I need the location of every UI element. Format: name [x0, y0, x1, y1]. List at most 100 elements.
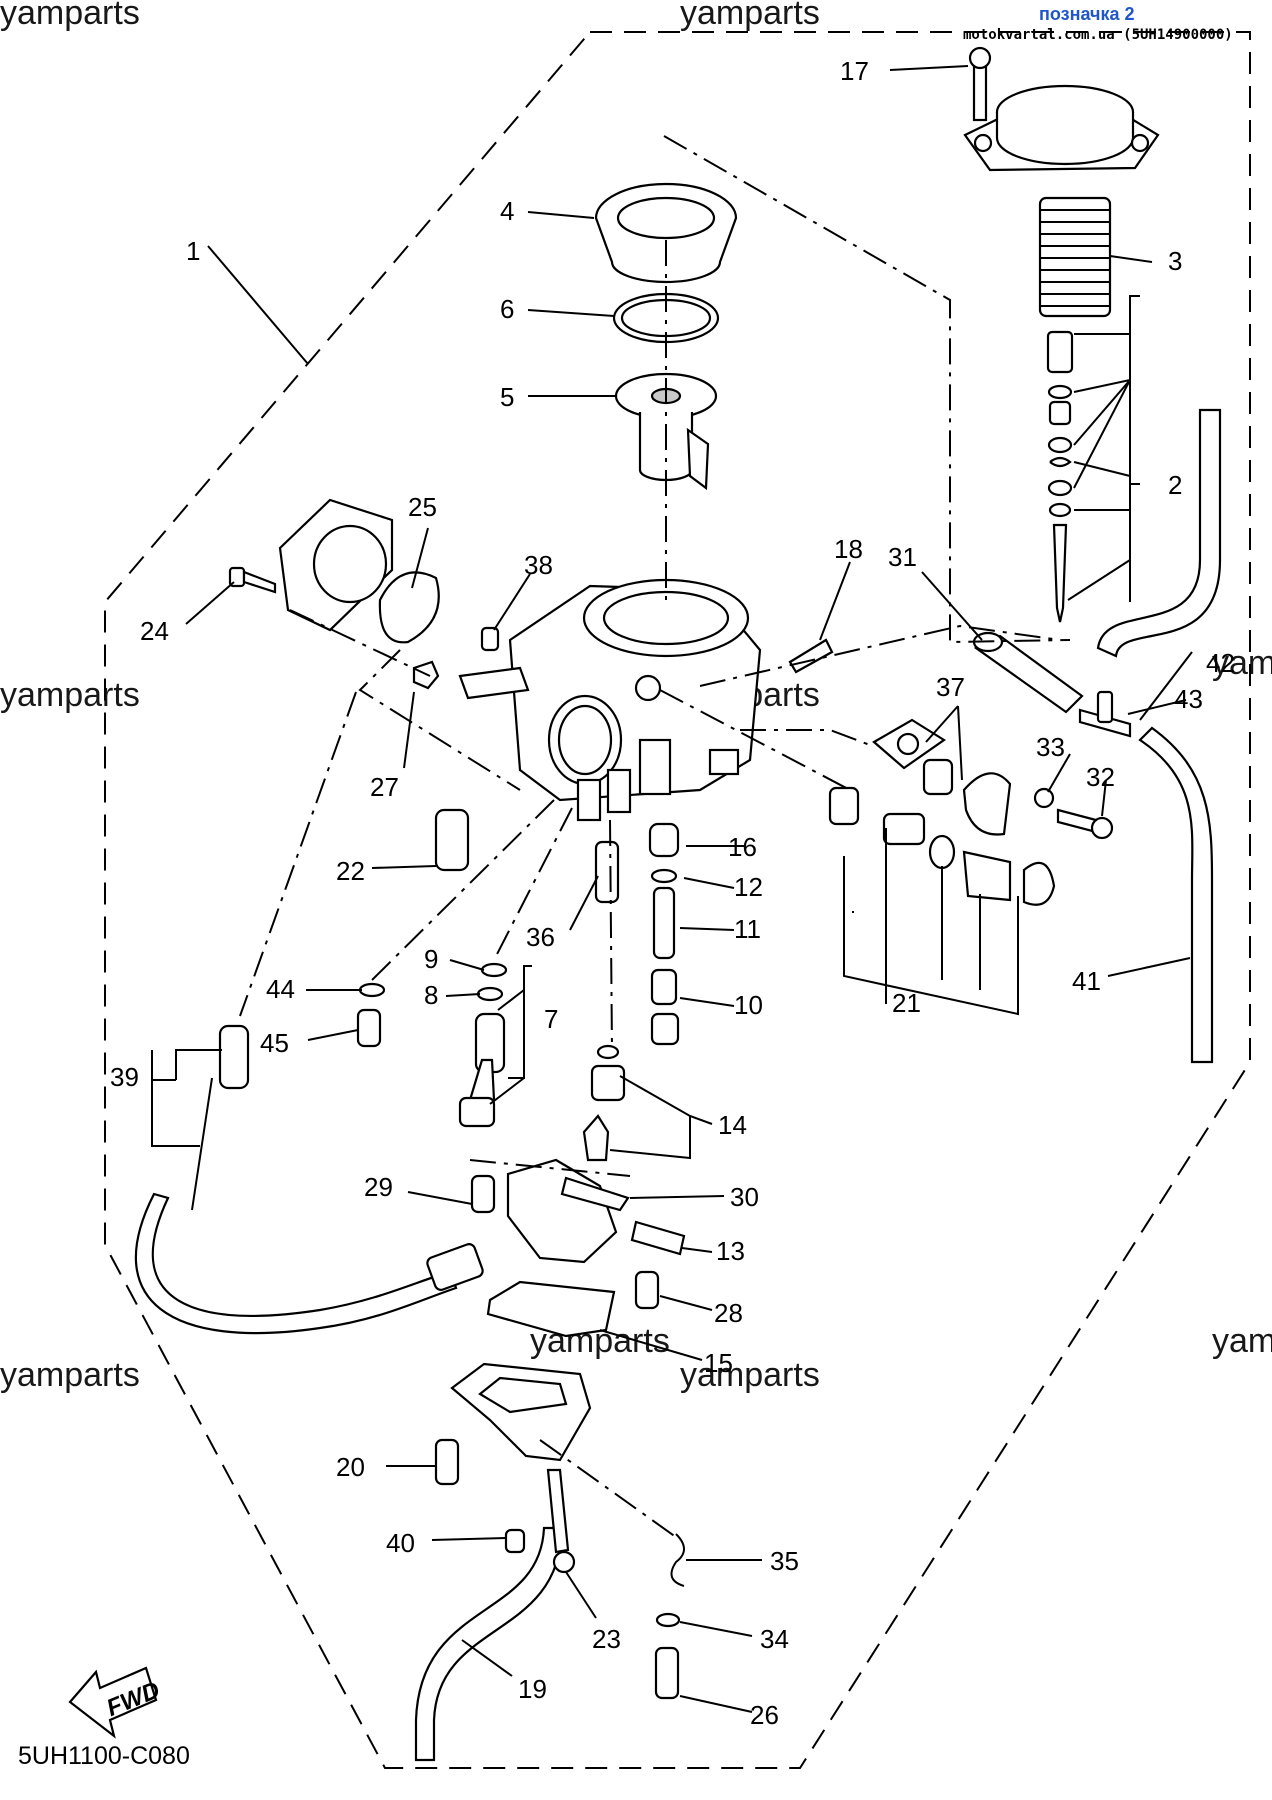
callout-10: 10: [734, 990, 763, 1020]
callout-35: 35: [770, 1546, 799, 1576]
header-label: позначка 2: [1039, 4, 1135, 24]
callout-26: 26: [750, 1700, 779, 1730]
callout-37: 37: [936, 672, 965, 702]
callout-42: 42: [1206, 648, 1235, 678]
callout-7: 7: [544, 1004, 558, 1034]
gasket-25: [278, 498, 440, 644]
callout-30: 30: [730, 1182, 759, 1212]
callout-29: 29: [364, 1172, 393, 1202]
joint-43: [1078, 690, 1132, 738]
washer-44: [358, 982, 386, 998]
hose-42: [1096, 408, 1222, 658]
o-ring-12: [650, 868, 678, 884]
watermark: yamparts: [680, 0, 820, 32]
callout-14: 14: [718, 1110, 747, 1140]
callout-45: 45: [260, 1028, 289, 1058]
callout-36: 36: [526, 922, 555, 952]
callout-22: 22: [336, 856, 365, 886]
starter-21: [828, 786, 1056, 906]
callout-23: 23: [592, 1624, 621, 1654]
callout-5: 5: [500, 382, 514, 412]
needle-set-2: [1046, 330, 1074, 623]
carburetor-body: [458, 578, 762, 822]
jet-16: [648, 822, 680, 858]
float-bowl: [450, 1362, 592, 1462]
washer-8: [476, 986, 504, 1002]
callouts: 1 2 3 4 5 6 7 8 9 10 11 12 13 14 15 16 1…: [110, 56, 1235, 1730]
callout-27: 27: [370, 772, 399, 802]
screw-32: [1056, 808, 1114, 840]
fitting-18: [788, 638, 834, 674]
callout-40: 40: [386, 1528, 415, 1558]
clamp-40: [504, 1528, 526, 1554]
assembly-lines: [239, 135, 1071, 1541]
callout-34: 34: [760, 1624, 789, 1654]
needle-jet-11: [652, 886, 676, 960]
callout-3: 3: [1168, 246, 1182, 276]
gasket-15: [486, 1280, 616, 1338]
callout-9: 9: [424, 944, 438, 974]
washer-34: [655, 1612, 681, 1628]
hose-19: [414, 1526, 564, 1762]
main-jet-10: [650, 968, 678, 1006]
callout-17: 17: [840, 56, 869, 86]
watermark: yamparts: [0, 0, 140, 32]
o-ring-9: [480, 962, 508, 978]
callout-43: 43: [1174, 684, 1203, 714]
spring-3: [1038, 196, 1112, 318]
callout-41: 41: [1072, 966, 1101, 996]
diagram-code: 5UH1100-C080: [18, 1742, 190, 1770]
screw-45: [356, 1008, 382, 1048]
source-caption: motokvartal.com.ua (5UH14900000): [963, 27, 1233, 43]
watermark: yamparts: [0, 676, 140, 714]
callout-20: 20: [336, 1452, 365, 1482]
watermark: yamparts: [1212, 644, 1272, 682]
callout-38: 38: [524, 550, 553, 580]
plug-22: [434, 808, 470, 872]
callout-19: 19: [518, 1674, 547, 1704]
callout-16: 16: [728, 832, 757, 862]
hose-41: [1138, 726, 1214, 1064]
cable-39: [134, 1024, 484, 1335]
callout-13: 13: [716, 1236, 745, 1266]
callout-15: 15: [704, 1348, 733, 1378]
watermark: yamparts: [1212, 1322, 1272, 1360]
cover-37: [872, 718, 1012, 836]
callout-1: 1: [186, 236, 200, 266]
callout-2: 2: [1168, 470, 1182, 500]
callout-4: 4: [500, 196, 514, 226]
leader-lines: [151, 65, 1193, 1713]
callout-25: 25: [408, 492, 437, 522]
screw-29: [470, 1174, 496, 1214]
pilot-screw-7: [458, 1012, 506, 1128]
callout-12: 12: [734, 872, 763, 902]
watermark: yamparts: [680, 1356, 820, 1394]
screw-28: [634, 1270, 660, 1310]
float-30: [506, 1158, 630, 1264]
hose-31: [972, 631, 1084, 714]
diaphragm-4: [594, 182, 738, 284]
screw-24: [228, 566, 277, 594]
assembly-boundary: [104, 31, 1251, 1769]
callout-21: 21: [892, 988, 921, 1018]
callout-24: 24: [140, 616, 169, 646]
watermark: yamparts: [0, 1356, 140, 1394]
pin-13: [630, 1220, 686, 1256]
callout-6: 6: [500, 294, 514, 324]
callout-18: 18: [834, 534, 863, 564]
callout-32: 32: [1086, 762, 1115, 792]
fitting-36: [594, 840, 620, 904]
callout-31: 31: [888, 542, 917, 572]
callout-33: 33: [1036, 732, 1065, 762]
callout-39: 39: [110, 1062, 139, 1092]
cover-17: [963, 46, 1160, 172]
screw-23: [546, 1468, 576, 1574]
callout-44: 44: [266, 974, 295, 1004]
float-valve-14: [582, 1044, 626, 1162]
screw-26: [654, 1646, 680, 1700]
fwd-arrow-icon: FWD: [68, 1666, 164, 1739]
callout-11: 11: [734, 914, 761, 944]
screw-20: [434, 1438, 460, 1486]
callout-28: 28: [714, 1298, 743, 1328]
clip-35: [670, 1533, 685, 1587]
